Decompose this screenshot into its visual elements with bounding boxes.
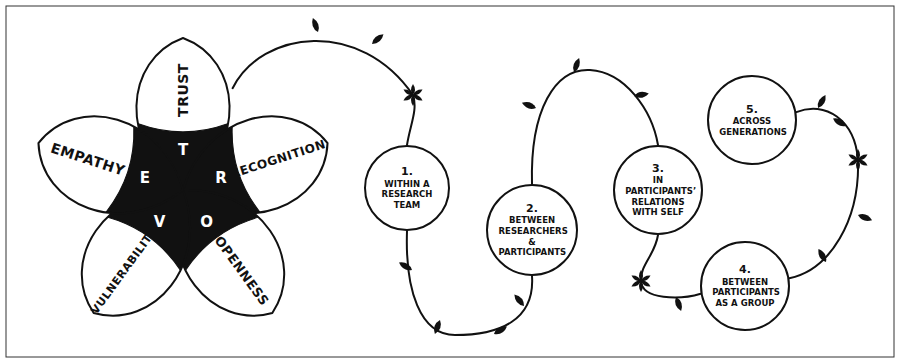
vine-connector [233,41,415,145]
stage-circle: 3.IN PARTICIPANTS’ RELATIONS WITH SELF [613,145,703,235]
callout-number: 1. [401,165,413,178]
petal-initial: E [140,169,150,187]
circle-label: BETWEEN RESEARCHERS & PARTICIPANTS [499,215,566,258]
callout-number: 4. [739,263,751,276]
callout-number: 5. [746,103,758,116]
callout-number: 3. [652,162,664,175]
stage-circle: 1.WITHIN A RESEARCH TEAM [364,145,450,231]
star-flower [402,84,423,106]
star-flower [630,270,651,292]
star-flower [847,149,868,171]
petal-initial: O [200,213,213,231]
petal-initial: V [154,213,166,231]
petal-label: TRUST [175,63,191,117]
petal-core [106,127,197,232]
vine-leaf [370,32,385,46]
vine-connector [789,109,858,279]
stage-circle: 2.BETWEEN RESEARCHERS & PARTICIPANTS [486,184,578,276]
vine-leaf [673,296,684,312]
vine-leaf [432,319,443,335]
stage-circle: 5.ACROSS GENERATIONS [707,75,797,165]
petal-initial: T [178,141,188,159]
vine-leaf [310,17,321,33]
circle-label: ACROSS GENERATIONS [719,116,784,137]
petal-label: EMPATHY [48,139,126,178]
vine-leaf [571,57,582,73]
circle-label: BETWEEN PARTICIPANTS AS A GROUP [712,277,777,309]
petal-outline-path [24,99,197,235]
petal-initial: R [215,169,227,187]
vine-leaf [512,293,526,308]
vine-leaf [816,248,829,264]
petal-label: RECOGNITION [229,137,328,181]
vine-leaf [633,90,649,99]
vine-connector [641,235,701,297]
circle-label: IN PARTICIPANTS’ RELATIONS WITH SELF [625,175,690,218]
frame-border [6,6,894,357]
vine-leaf [832,116,848,129]
callout-number: 2. [526,202,538,215]
vine-leaf [521,100,537,111]
petal-label: OPENNESS [212,233,272,308]
circle-label: WITHIN A RESEARCH TEAM [376,179,438,211]
vine-leaf [857,212,873,223]
vine-leaf [815,94,828,110]
stage-circle: 4.BETWEEN PARTICIPANTS AS A GROUP [700,241,790,331]
vine-leaf [493,324,509,337]
petal-label: VULNERABILITY [88,225,159,317]
vine-leaf [398,260,414,273]
